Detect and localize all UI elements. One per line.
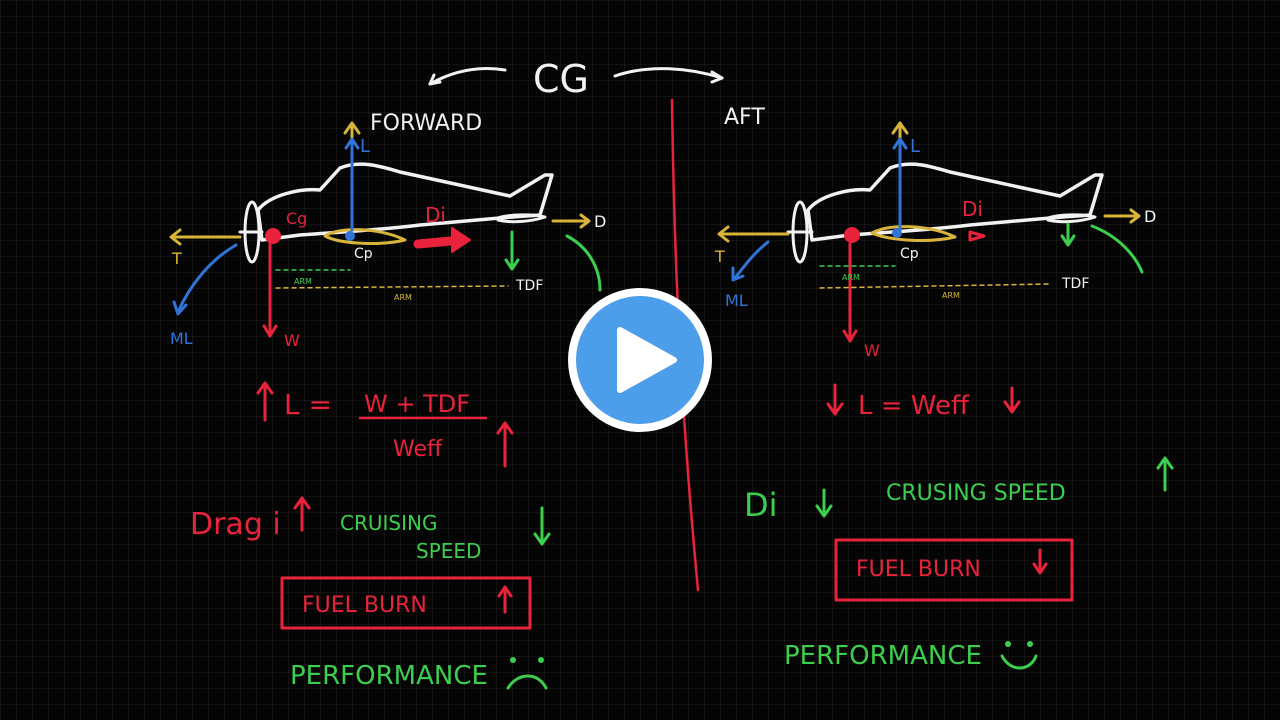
- aft-arm2-label: ARM: [942, 291, 960, 300]
- aft-weight-label: W: [864, 341, 880, 360]
- aft-lift-label: L: [910, 136, 920, 157]
- aft-moment-label: ML: [725, 291, 748, 310]
- fwd-eq-numerator: W + TDF: [364, 390, 470, 418]
- aft-fuel-box: [834, 538, 1074, 602]
- fwd-di-label: Di: [425, 203, 446, 227]
- fwd-thrust-label: T: [171, 249, 182, 268]
- forward-heading: FORWARD: [370, 111, 482, 136]
- fwd-weight-label: W: [284, 331, 300, 350]
- aft-thrust-label: T: [714, 247, 725, 266]
- aft-aircraft: [786, 162, 1104, 264]
- fwd-drag-label: D: [594, 212, 606, 231]
- aft-performance: PERFORMANCE: [784, 641, 982, 671]
- arrow-right: [613, 67, 724, 80]
- fwd-speed-line1: CRUISING: [340, 511, 437, 535]
- aft-drag-label: D: [1144, 207, 1156, 226]
- fwd-tdf-label: TDF: [515, 278, 543, 294]
- arrow-left: [428, 67, 507, 86]
- fwd-drag-text: Drag i: [190, 507, 281, 542]
- fwd-eq-denominator: Weff: [393, 437, 443, 462]
- fwd-fuel-label: FUEL BURN: [302, 593, 427, 618]
- play-button[interactable]: [568, 288, 712, 432]
- fwd-cp-label: Cp: [354, 246, 373, 262]
- aft-equation: L = Weff: [858, 391, 970, 421]
- aft-tdf-label: TDF: [1061, 276, 1089, 292]
- happy-face-icon: [1000, 641, 1038, 670]
- cg-title: CG: [533, 57, 589, 101]
- aft-di-text: Di: [744, 486, 778, 524]
- aft-fuel-label: FUEL BURN: [856, 557, 981, 582]
- fwd-arm2-label: ARM: [394, 293, 412, 302]
- aft-cp-label: Cp: [900, 246, 919, 262]
- aft-di-label: Di: [962, 197, 983, 221]
- fwd-cg-label: Cg: [286, 209, 307, 228]
- fwd-eq-lhs: L =: [284, 388, 332, 421]
- fwd-speed-line2: SPEED: [416, 539, 481, 563]
- forward-aircraft: [238, 162, 554, 264]
- aft-arm1-label: ARM: [842, 273, 860, 282]
- fwd-arm1-label: ARM: [294, 277, 312, 286]
- play-icon: [617, 327, 677, 393]
- fwd-performance: PERFORMANCE: [290, 661, 488, 691]
- fwd-moment-label: ML: [170, 329, 193, 348]
- aft-speed-text: CRUSING SPEED: [886, 481, 1066, 506]
- sad-face-icon: [506, 657, 548, 690]
- fwd-fuel-box: [280, 576, 532, 630]
- aft-heading: AFT: [724, 105, 765, 130]
- fwd-lift-label: L: [360, 136, 370, 157]
